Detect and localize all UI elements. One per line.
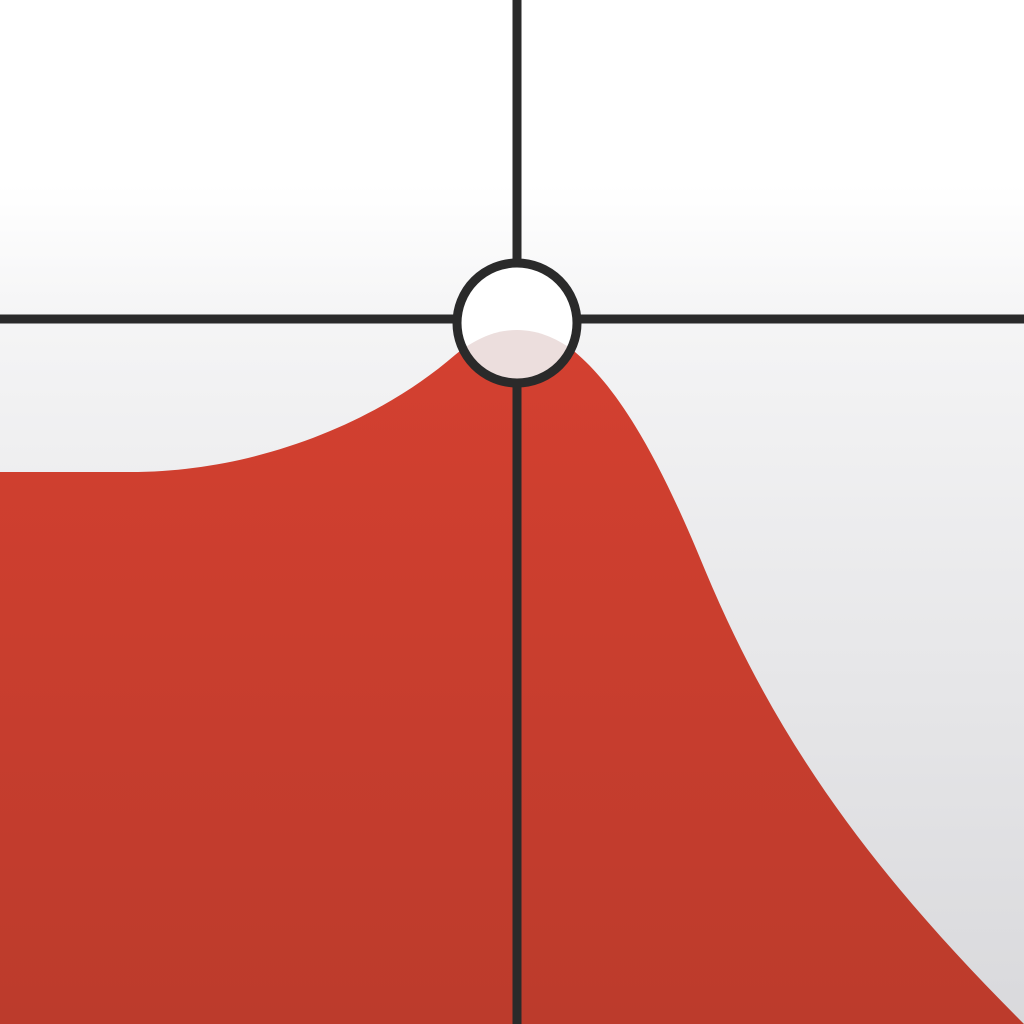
curve-fill: [0, 330, 1024, 1024]
